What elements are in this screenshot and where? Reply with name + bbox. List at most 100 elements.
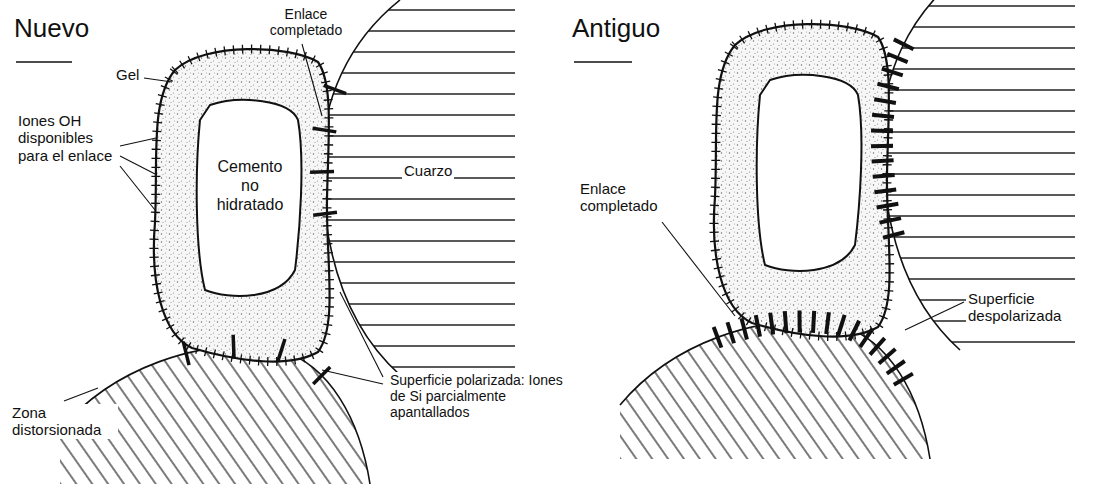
oh-tick [154, 113, 163, 114]
oh-tick [319, 72, 328, 75]
oh-tick [156, 301, 165, 303]
bond-bar [797, 311, 801, 333]
oh-tick [884, 110, 893, 111]
oh-tick [719, 284, 727, 287]
callout-label: Enlace completado [580, 180, 680, 215]
cement-core: Cemento no hidratado [195, 95, 305, 305]
oh-tick [215, 48, 217, 57]
oh-tick [884, 227, 893, 229]
oh-tick [712, 115, 721, 117]
oh-tick [885, 263, 894, 264]
oh-tick [885, 272, 894, 273]
oh-tick [325, 288, 334, 289]
oh-tick [278, 46, 279, 55]
oh-tick [740, 36, 745, 44]
oh-tick [310, 351, 314, 359]
oh-tick [784, 21, 785, 30]
oh-tick [213, 350, 215, 359]
unhydrated-core [197, 100, 302, 296]
oh-tick [323, 234, 332, 236]
oh-tick [166, 325, 174, 330]
oh-tick [196, 345, 198, 354]
oh-tick [711, 169, 720, 170]
oh-tick [151, 194, 160, 195]
bond-bar [727, 322, 734, 343]
oh-tick [711, 160, 720, 161]
oh-tick [206, 50, 208, 59]
bond-bar [872, 160, 894, 161]
oh-tick [152, 130, 161, 132]
oh-tick [172, 331, 179, 337]
bond-bar [871, 129, 893, 134]
title-underline [574, 61, 632, 63]
bond-bar [785, 311, 787, 333]
oh-tick [197, 53, 200, 62]
oh-tick [233, 45, 235, 54]
oh-tick [316, 348, 324, 353]
oh-tick [713, 96, 722, 98]
bond-bar [310, 170, 334, 174]
material-label: Cuarzo [402, 162, 454, 179]
bond-bar [770, 313, 773, 335]
oh-tick [151, 185, 160, 186]
oh-tick [712, 258, 721, 259]
oh-tick [714, 88, 723, 89]
oh-tick [716, 276, 725, 278]
callout-label: Enlace completado [258, 6, 354, 38]
oh-tick [323, 324, 332, 325]
oh-tick [323, 90, 332, 91]
oh-tick [829, 20, 831, 29]
oh-tick [324, 153, 333, 155]
leader-line [64, 388, 98, 401]
oh-tick [295, 49, 297, 58]
panel-title: Nuevo [14, 14, 89, 44]
oh-tick [885, 245, 894, 247]
oh-tick [838, 21, 839, 30]
oh-tick [269, 45, 271, 54]
oh-tick [222, 351, 224, 360]
bond-bar [894, 374, 913, 385]
grain-surface [620, 322, 930, 459]
oh-tick [323, 198, 332, 199]
oh-tick [325, 306, 334, 308]
oh-tick [746, 317, 751, 325]
oh-tick [152, 158, 161, 159]
oh-tick [151, 212, 160, 214]
bond-bar [874, 99, 896, 103]
node-text: Cemento no hidratado [208, 157, 292, 215]
oh-tick [180, 61, 185, 69]
bond-bar [278, 339, 285, 362]
bond-bar [877, 204, 899, 208]
oh-tick [721, 61, 729, 64]
oh-tick [240, 355, 241, 364]
bond-bar [879, 349, 896, 363]
oh-tick [151, 220, 160, 222]
leader-line [905, 302, 964, 330]
oh-tick [709, 223, 718, 224]
oh-tick [862, 329, 864, 338]
oh-tick [153, 121, 162, 123]
panel [620, 0, 1075, 459]
oh-tick [161, 86, 169, 89]
bond-bar [826, 312, 829, 334]
bond-bar [742, 318, 747, 339]
bond-bar [887, 54, 907, 62]
oh-tick [311, 55, 315, 63]
unhydrated-core [757, 75, 862, 271]
oh-tick [716, 79, 725, 81]
oh-tick [879, 47, 888, 50]
oh-tick [322, 207, 331, 208]
oh-tick [285, 357, 287, 366]
oh-tick [151, 274, 160, 276]
oh-tick [818, 332, 820, 341]
oh-tick [186, 342, 191, 350]
bond-bar [894, 39, 914, 49]
oh-tick [882, 182, 891, 183]
oh-tick [811, 20, 812, 29]
illustration-part [16, 44, 964, 401]
leader-line [120, 138, 156, 146]
oh-tick [782, 326, 784, 335]
bond-bar [883, 232, 904, 238]
oh-tick [711, 178, 720, 179]
bond-bar [882, 69, 903, 76]
